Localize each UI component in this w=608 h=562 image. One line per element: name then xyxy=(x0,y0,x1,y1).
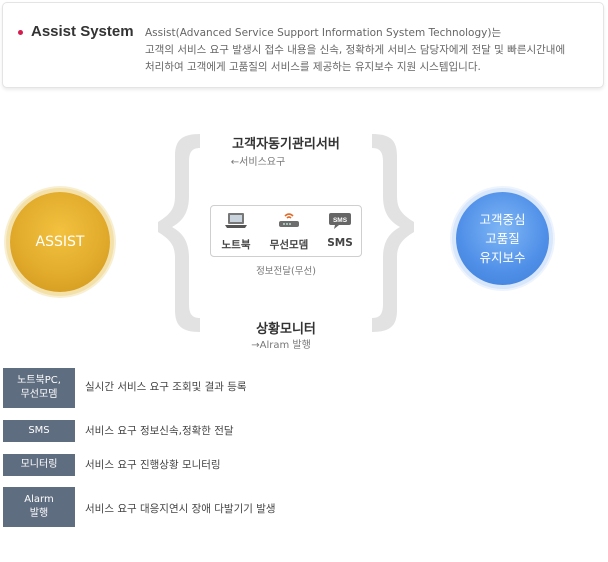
device-label: 노트북 xyxy=(221,239,251,251)
feature-text: 서비스 요구 대응지연시 장애 다발기기 발생 xyxy=(85,503,276,515)
system-description: Assist(Advanced Service Support Informat… xyxy=(145,25,595,76)
quality-maintenance-circle: 고객중심 고품질 유지보수 xyxy=(456,192,549,285)
laptop-icon xyxy=(225,213,247,228)
quality-line: 유지보수 xyxy=(479,250,526,265)
assist-circle: ASSIST xyxy=(10,192,110,292)
right-brace-shape xyxy=(372,134,414,332)
device-sms: SMS SMS xyxy=(323,210,357,249)
intro-panel: Assist System Assist(Advanced Service Su… xyxy=(2,2,604,88)
feature-tag: Alarm 발행 xyxy=(3,487,75,527)
quality-line: 고품질 xyxy=(485,231,520,246)
feature-tag-line: SMS xyxy=(28,425,50,436)
feature-text: 실시간 서비스 요구 조회및 결과 등록 xyxy=(85,381,247,393)
server-title: 고객자동기관리서버 xyxy=(232,137,340,152)
feature-text: 서비스 요구 정보신속,정확한 전달 xyxy=(85,425,234,437)
feature-tag-line: Alarm xyxy=(24,494,54,505)
sms-icon-text: SMS xyxy=(333,217,348,224)
left-brace-shape xyxy=(158,134,200,332)
bullet-icon xyxy=(18,30,23,35)
section-title: Assist System xyxy=(31,23,134,40)
description-line: 처리하여 고객에게 고품질의 서비스를 제공하는 유지보수 지원 시스템입니다. xyxy=(145,61,481,73)
quality-line: 고객중심 xyxy=(479,212,526,227)
feature-tag-line: 무선모뎀 xyxy=(20,389,58,400)
device-panel: 노트북 무선모뎀 SMS SMS xyxy=(210,205,362,257)
feature-tag-line: 노트북PC, xyxy=(17,375,61,386)
feature-tag: 노트북PC, 무선모뎀 xyxy=(3,368,75,408)
assist-label: ASSIST xyxy=(35,234,85,250)
feature-tag: 모니터링 xyxy=(3,454,75,476)
device-note: 정보전달(무선) xyxy=(256,266,316,277)
sms-icon: SMS xyxy=(329,213,351,229)
monitor-title: 상황모니터 xyxy=(256,322,316,337)
device-laptop: 노트북 xyxy=(219,210,253,252)
description-line: 고객의 서비스 요구 발생시 접수 내용을 신속, 정확하게 서비스 담당자에게… xyxy=(145,44,566,56)
feature-tag-line: 발행 xyxy=(29,508,49,519)
feature-text: 서비스 요구 진행상황 모니터링 xyxy=(85,459,221,471)
device-wireless-modem: 무선모뎀 xyxy=(266,210,312,252)
wireless-modem-icon xyxy=(279,213,299,227)
monitor-subtitle: →Alram 발행 xyxy=(251,340,311,351)
feature-tag: SMS xyxy=(3,420,75,442)
device-label: SMS xyxy=(327,237,353,249)
server-subtitle: ←서비스요구 xyxy=(230,157,286,168)
description-line: Assist(Advanced Service Support Informat… xyxy=(145,27,502,39)
feature-tag-line: 모니터링 xyxy=(20,459,58,470)
device-label: 무선모뎀 xyxy=(269,239,309,251)
